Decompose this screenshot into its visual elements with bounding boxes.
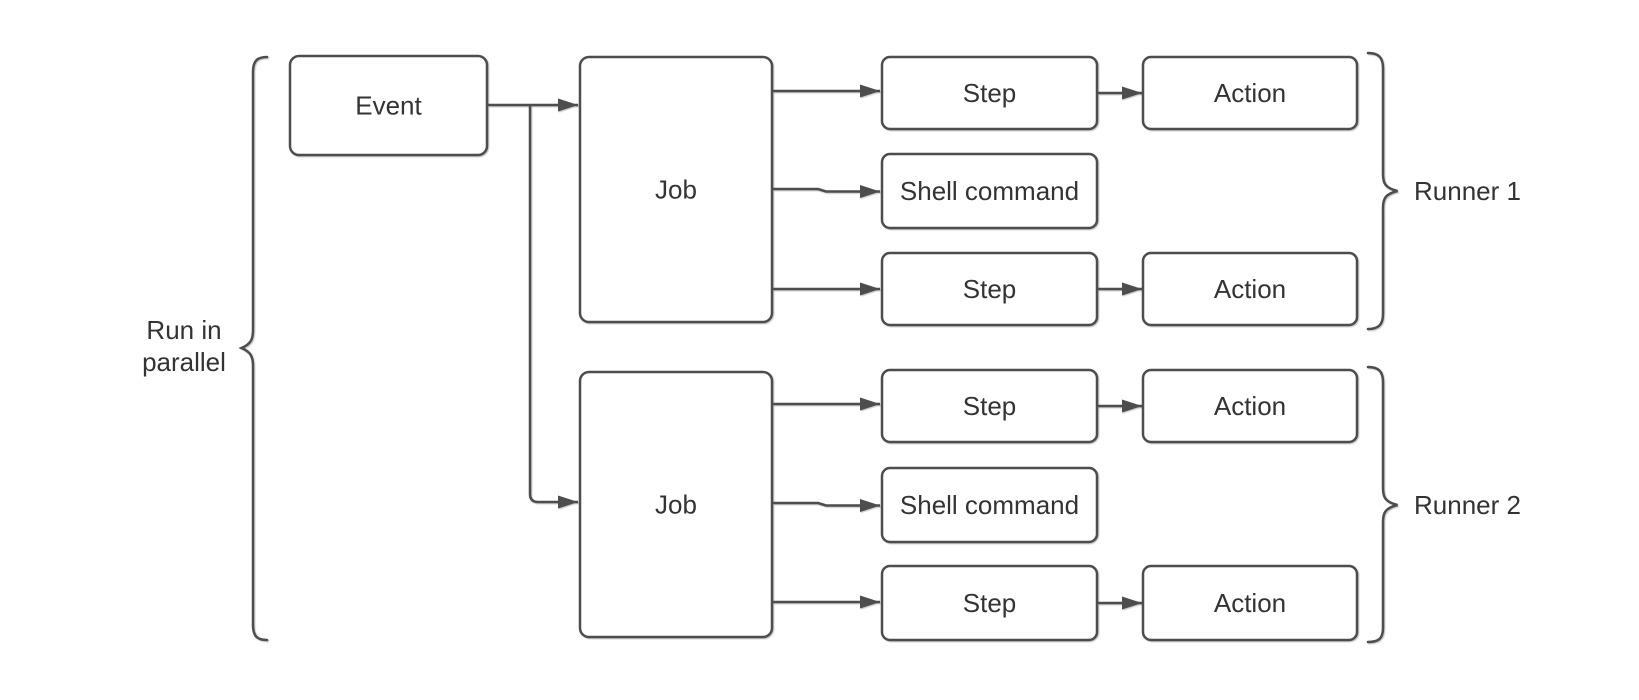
run-in-parallel-brace xyxy=(238,55,269,642)
arrow-job1-to-shell1 xyxy=(772,185,880,198)
step1a-node xyxy=(880,55,1099,131)
runner1-brace xyxy=(1366,51,1398,331)
arrow-event-to-job2 xyxy=(528,105,578,509)
action1a-label: Action xyxy=(1214,78,1286,108)
step2a-node xyxy=(880,368,1099,444)
step2b-node xyxy=(880,564,1099,642)
shell1-label: Shell command xyxy=(900,176,1079,206)
step1b-node xyxy=(880,251,1099,327)
step2a-label: Step xyxy=(963,391,1017,421)
arrow-job2-to-shell2 xyxy=(772,499,880,512)
action2b-node xyxy=(1141,564,1359,642)
action1a-node xyxy=(1141,55,1359,131)
runner2-brace xyxy=(1366,365,1398,644)
job1-label: Job xyxy=(655,175,697,205)
step2b-label: Step xyxy=(963,588,1017,618)
shell2-node xyxy=(880,466,1099,544)
event-label: Event xyxy=(355,91,422,121)
run-in-parallel-label-line1: Run in xyxy=(146,315,221,345)
runner2-label: Runner 2 xyxy=(1414,490,1521,520)
shell2-label: Shell command xyxy=(900,490,1079,520)
action1b-node xyxy=(1141,251,1359,327)
action2a-node xyxy=(1141,368,1359,444)
step1a-label: Step xyxy=(963,78,1017,108)
job1-node xyxy=(578,55,774,324)
shell1-node xyxy=(880,152,1099,230)
action1b-label: Action xyxy=(1214,274,1286,304)
runner1-label: Runner 1 xyxy=(1414,176,1521,206)
job2-node xyxy=(578,370,774,639)
step1b-label: Step xyxy=(963,274,1017,304)
action2b-label: Action xyxy=(1214,588,1286,618)
action2a-label: Action xyxy=(1214,391,1286,421)
job2-label: Job xyxy=(655,490,697,520)
event-node xyxy=(288,54,489,157)
run-in-parallel-label-line2: parallel xyxy=(142,347,226,377)
